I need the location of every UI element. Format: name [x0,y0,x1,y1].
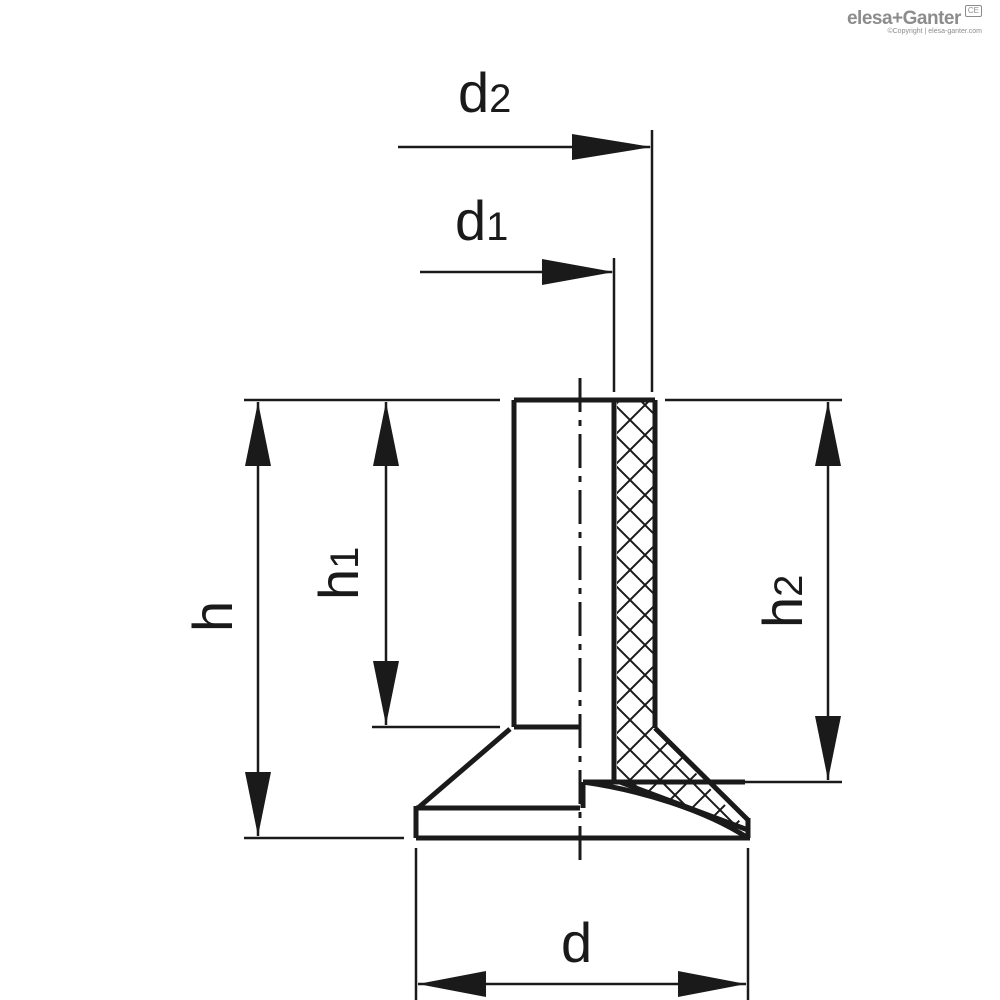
dimension-h1 [372,402,500,729]
label-h: h [181,601,244,632]
hatched-section [615,402,746,828]
label-h2: h2 [751,575,814,628]
dimension-d2 [398,130,654,392]
dimension-d1 [420,258,616,392]
label-d1: d1 [455,189,508,252]
brand-watermark: elesa+Ganter CE ©Copyright | elesa-gante… [846,5,982,35]
copyright-text: ©Copyright | elesa-ganter.com [887,28,982,35]
dimension-h [244,398,500,840]
brand-logo: elesa+Ganter [846,8,961,29]
dimension-h2 [665,398,842,784]
certification-badge: CE [964,5,982,17]
part-outline [413,397,751,841]
dimension-d [414,848,750,1000]
label-h1: h1 [307,547,370,600]
label-d: d [561,911,592,974]
label-d2: d2 [458,61,511,124]
